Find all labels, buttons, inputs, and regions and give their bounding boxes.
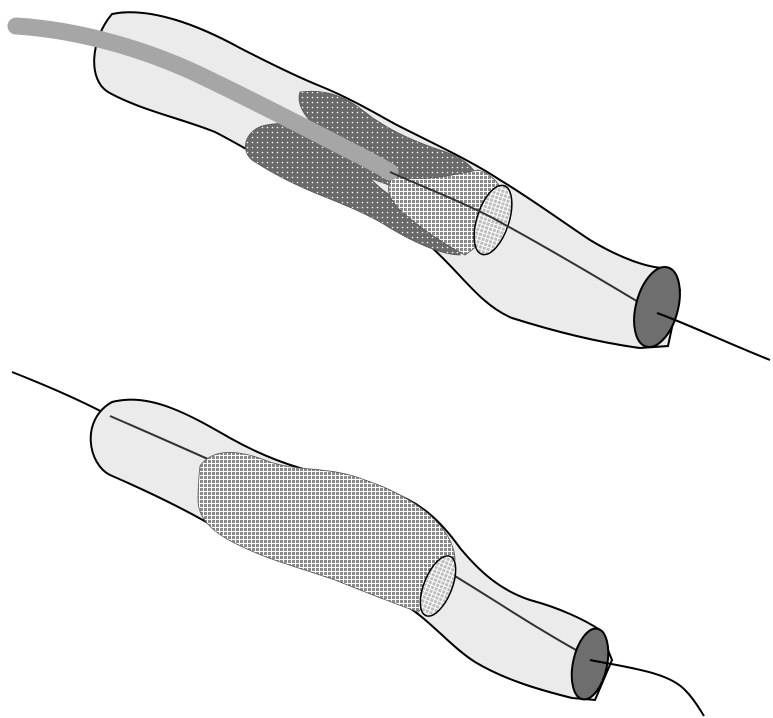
top-panel xyxy=(16,12,770,360)
bottom-plaque xyxy=(198,452,455,612)
top-guidewire-exit xyxy=(657,313,770,360)
bottom-guidewire-entry xyxy=(12,372,110,416)
bottom-panel xyxy=(12,372,704,716)
